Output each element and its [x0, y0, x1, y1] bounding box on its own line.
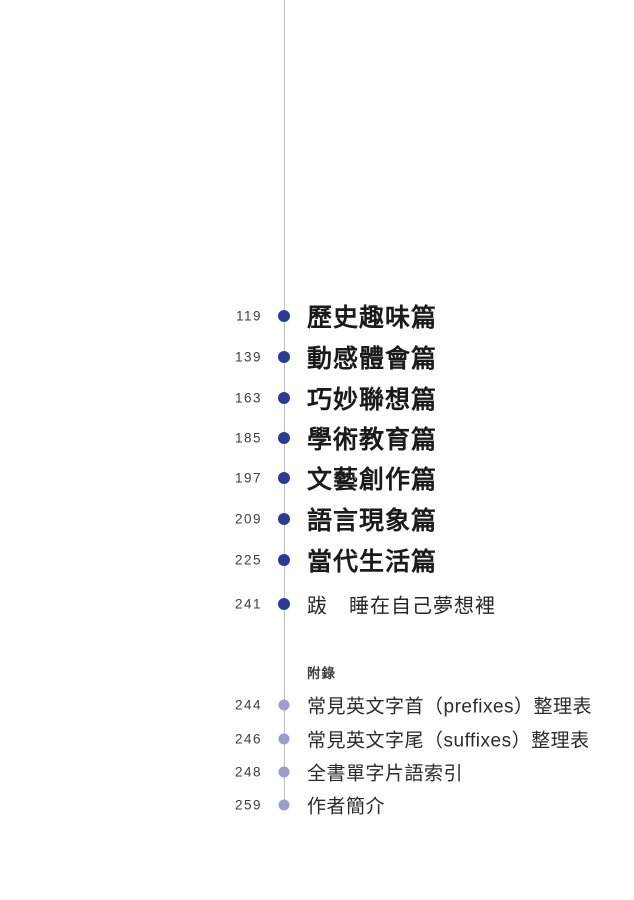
bullet-icon: [278, 392, 290, 404]
bullet-icon: [278, 432, 290, 444]
chapter-title: 巧妙聯想篇: [307, 386, 438, 414]
bullet-icon: [278, 310, 290, 322]
bullet-icon: [278, 733, 290, 745]
page-number: 119: [235, 308, 262, 324]
chapter-title: 歷史趣味篇: [307, 304, 438, 332]
page-number: 259: [234, 797, 262, 813]
page-number: 225: [234, 552, 262, 568]
appendix-title: 全書單字片語索引: [307, 763, 464, 785]
chapter-title: 當代生活篇: [307, 548, 438, 576]
page-number: 244: [234, 697, 262, 713]
bullet-icon: [278, 766, 290, 778]
page-number: 163: [234, 390, 262, 406]
page-number: 197: [234, 470, 262, 486]
page-number: 209: [234, 511, 262, 527]
bullet-icon: [278, 513, 290, 525]
page-number: 246: [234, 731, 262, 747]
chapter-title: 文藝創作篇: [307, 466, 438, 494]
appendix-label: 附錄: [307, 666, 336, 681]
bullet-icon: [278, 351, 290, 363]
bullet-icon: [278, 598, 290, 610]
appendix-title: 作者簡介: [307, 796, 386, 818]
page-number: 185: [234, 430, 262, 446]
bullet-icon: [278, 799, 290, 811]
epilogue-title: 跋 睡在自己夢想裡: [307, 595, 496, 618]
bullet-icon: [278, 472, 290, 484]
appendix-title: 常見英文字首（prefixes）整理表: [307, 696, 593, 718]
chapter-title: 動感體會篇: [307, 345, 438, 373]
page-number: 241: [234, 596, 262, 612]
page-number: 248: [234, 764, 262, 780]
bullet-icon: [278, 699, 290, 711]
bullet-icon: [278, 554, 290, 566]
chapter-title: 學術教育篇: [307, 426, 438, 454]
page-number: 139: [234, 349, 262, 365]
appendix-title: 常見英文字尾（suffixes）整理表: [307, 730, 590, 752]
chapter-title: 語言現象篇: [307, 507, 438, 535]
